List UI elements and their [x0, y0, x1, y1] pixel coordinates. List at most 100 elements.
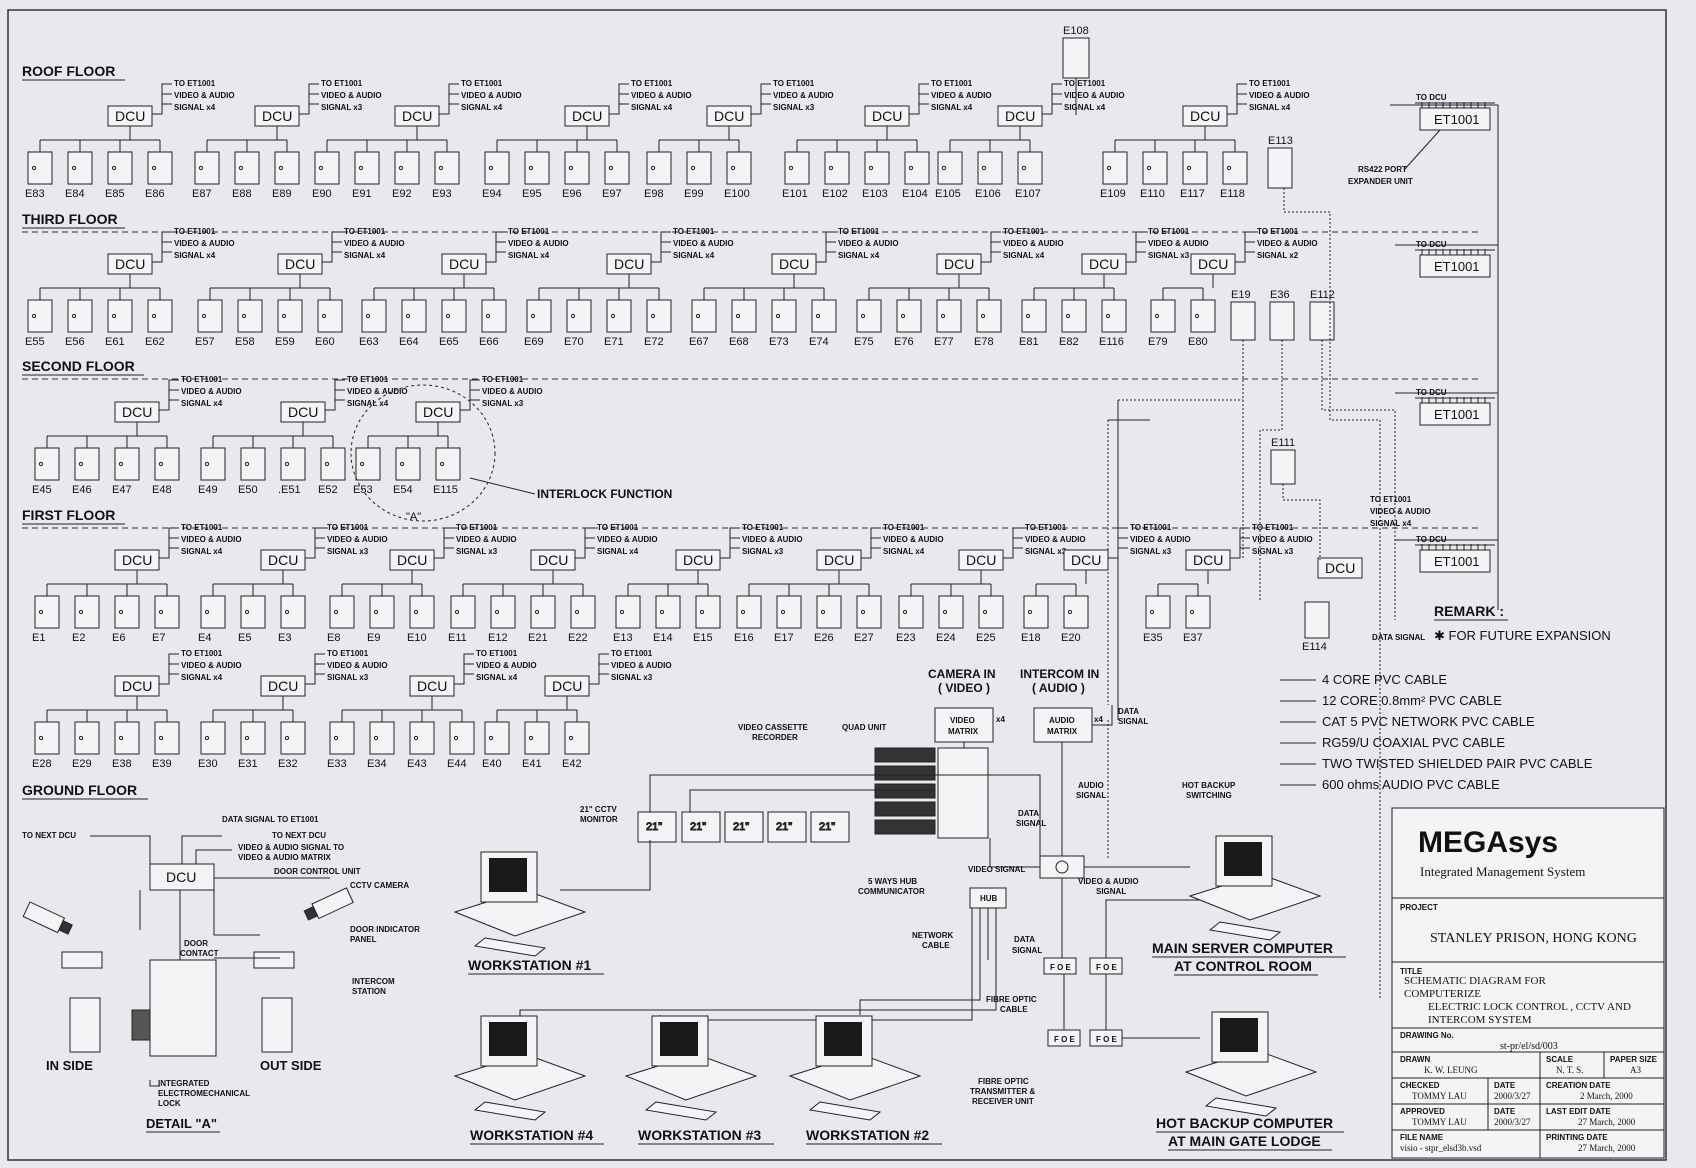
audio-matrix-x4: x4: [1094, 715, 1103, 724]
door-knob: [494, 609, 500, 615]
dcu-outputs: [1230, 527, 1250, 559]
door-label: E78: [974, 336, 994, 348]
dcu-outputs: [575, 527, 595, 559]
file-value: visio - stpr_elsd3b.vsd: [1400, 1143, 1482, 1153]
door-e112: [1309, 301, 1335, 341]
fot-label-1: FIBRE OPTIC: [978, 1077, 1029, 1086]
door-unit: [811, 299, 837, 333]
dcu-box: [544, 675, 590, 697]
dcu-box: [277, 253, 323, 275]
door-label: E99: [684, 188, 704, 200]
dcu-outputs: [159, 653, 179, 685]
monitor-label-2: MONITOR: [580, 815, 618, 824]
monitor-screen: [660, 1022, 698, 1056]
door-label: E30: [198, 758, 218, 770]
door-label: E6: [112, 632, 125, 644]
special-labels: E108 E113 E19 E36 E112 E111 E114 INTERLO…: [406, 25, 1425, 653]
door-label: E117: [1180, 188, 1205, 200]
door-label: E42: [562, 758, 582, 770]
monitor-size: 21": [819, 821, 835, 833]
monitor-body: [681, 811, 721, 843]
door-knob: [284, 609, 290, 615]
dcu-label: DCU: [262, 108, 292, 124]
door-knob: [820, 609, 826, 615]
video-audio-label: VIDEO & AUDIO: [1025, 535, 1086, 544]
dcu-label: DCU: [417, 678, 447, 694]
door-knob: [568, 165, 574, 171]
door-label: E1: [32, 632, 45, 644]
door-unit: [67, 299, 93, 333]
to-et-label: TO ET1001: [883, 523, 925, 532]
door-knob: [158, 609, 164, 615]
to-et-label: TO ET1001: [631, 79, 673, 88]
door-unit: [74, 447, 100, 481]
door-unit: [978, 595, 1004, 629]
door-knob: [151, 165, 157, 171]
dcu-label: DCU: [268, 552, 298, 568]
door-label: E33: [327, 758, 347, 770]
headend-labels: CAMERA IN ( VIDEO ) INTERCOM IN ( AUDIO …: [580, 667, 1236, 1106]
detail-intercom-1: INTERCOM: [352, 977, 395, 986]
monitor-screen: [1220, 1018, 1258, 1052]
door-knob: [1154, 313, 1160, 319]
door-label: E58: [235, 336, 255, 348]
door-unit: [481, 299, 507, 333]
door-knob: [534, 609, 540, 615]
door-knob: [619, 609, 625, 615]
door-label: E66: [479, 336, 499, 348]
door-label: E59: [275, 336, 295, 348]
dcu-label: DCU: [872, 108, 902, 124]
video-audio-label: VIDEO & AUDIO: [181, 535, 242, 544]
detail-a-circle: [350, 384, 496, 522]
door-label: E37: [1183, 632, 1203, 644]
signal-count-label: SIGNAL x3: [482, 399, 524, 408]
door-unit: [147, 151, 173, 185]
detail-lock-2: ELECTROMECHANICAL: [158, 1089, 250, 1098]
dcu-label: DCU: [402, 108, 432, 124]
door-label: E65: [439, 336, 459, 348]
door-unit: [34, 447, 60, 481]
monitor-screen: [489, 858, 527, 892]
door-label: E91: [352, 188, 372, 200]
door-label: E8: [327, 632, 340, 644]
dcu-label: DCU: [423, 404, 453, 420]
last-edit-label: LAST EDIT DATE: [1546, 1107, 1611, 1116]
door-knob: [1027, 609, 1033, 615]
door-frame: [149, 959, 217, 1057]
workstation-4-pc: [453, 1015, 587, 1121]
vcr-label-1: VIDEO CASSETTE: [738, 723, 808, 732]
to-et-label: TO ET1001: [327, 649, 369, 658]
video-audio-label: VIDEO & AUDIO: [174, 239, 235, 248]
door-label: E3: [278, 632, 291, 644]
video-audio-label: VIDEO & AUDIO: [773, 91, 834, 100]
hot-backup-label-1: HOT BACKUP: [1182, 781, 1236, 790]
video-audio-label: VIDEO & AUDIO: [476, 661, 537, 670]
detail-lock-3: LOCK: [158, 1099, 181, 1108]
remark-text: ✱ FOR FUTURE EXPANSION: [1434, 628, 1611, 643]
door-label: E22: [568, 632, 588, 644]
door-label: E45: [32, 484, 52, 496]
door-knob: [118, 735, 124, 741]
video-matrix-x4: x4: [996, 715, 1005, 724]
door-knob: [902, 609, 908, 615]
e111-signal: SIGNAL x4: [1370, 519, 1412, 528]
door-knob: [324, 461, 330, 467]
door-label: E39: [152, 758, 172, 770]
door-unit: [736, 595, 762, 629]
video-audio-label: VIDEO & AUDIO: [181, 387, 242, 396]
door-knob: [860, 609, 866, 615]
floor-headings: ROOF FLOOR THIRD FLOOR SECOND FLOOR FIRS…: [22, 63, 1480, 800]
door-knob: [284, 735, 290, 741]
door-unit: [200, 595, 226, 629]
dcu-label: DCU: [122, 552, 152, 568]
door-knob: [78, 609, 84, 615]
dcu-outputs: [434, 527, 454, 559]
